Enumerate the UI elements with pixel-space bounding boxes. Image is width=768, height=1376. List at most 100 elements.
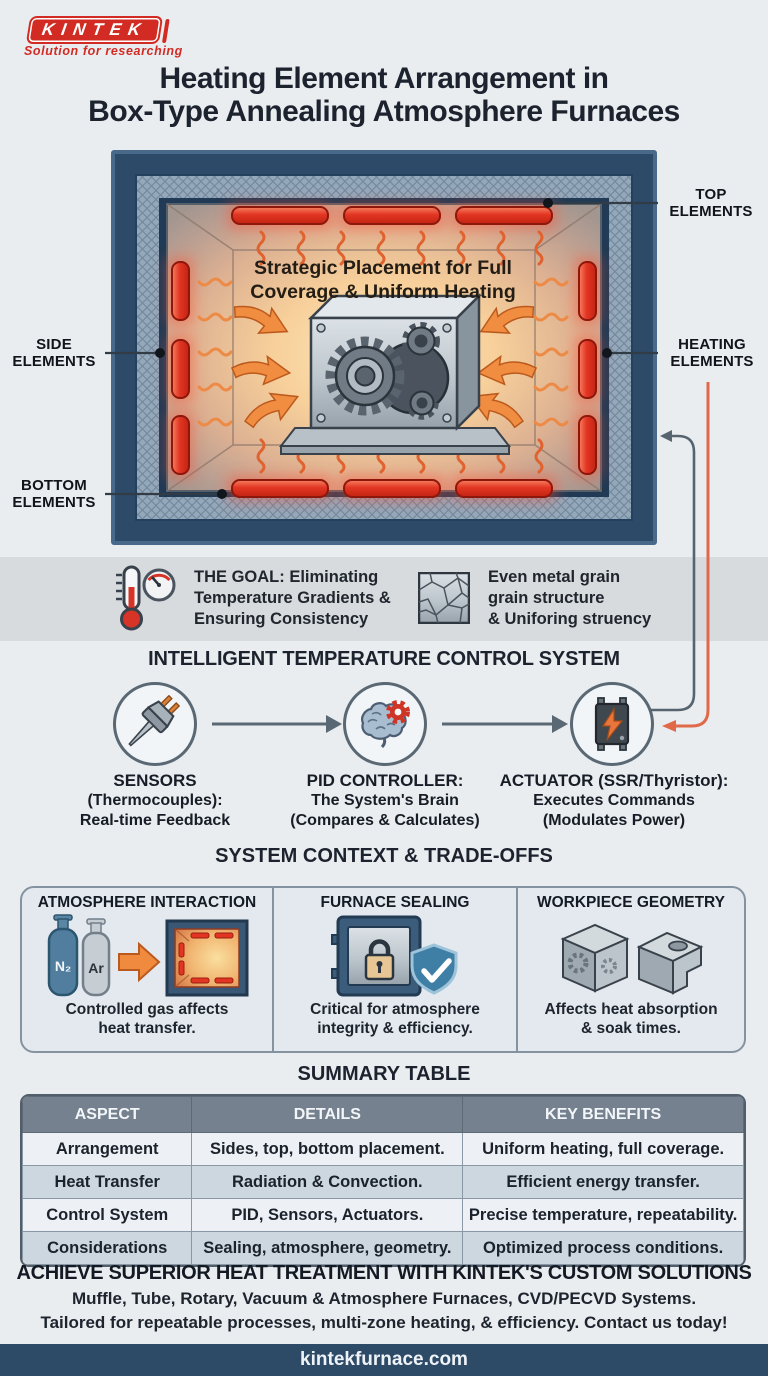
footer-bar: kintekfurnace.com	[0, 1344, 768, 1376]
actuator-label-sub2: (Modulates Power)	[542, 812, 686, 829]
table-row: Heat Transfer Radiation & Convection. Ef…	[22, 1165, 744, 1199]
label-top-elements: TOP ELEMENTS	[669, 186, 753, 220]
page-title-line1: Heating Element Arrangement in	[159, 62, 609, 95]
actuator-label-sub1: Executes Commands	[533, 792, 695, 809]
control-system-heading: INTELLIGENT TEMPERATURE CONTROL SYSTEM	[148, 648, 620, 670]
card-workpiece-geometry: WORKPIECE GEOMETRY	[516, 888, 744, 1051]
tradeoff-cards: ATMOSPHERE INTERACTION N₂ Ar	[20, 886, 746, 1053]
cell-2-0: Control System	[22, 1198, 193, 1232]
card-geometry-cap2: & soak times.	[581, 1020, 681, 1037]
actuator-label: ACTUATOR (SSR/Thyristor): Executes Comma…	[486, 771, 742, 831]
col-details: DETAILS	[191, 1096, 464, 1133]
cell-2-1: PID, Sensors, Actuators.	[191, 1198, 464, 1232]
page-title: Heating Element Arrangement in Box-Type …	[0, 62, 768, 128]
card-geometry-cap1: Affects heat absorption	[544, 1001, 718, 1018]
card-atmosphere-icon-wrap: N₂ Ar	[22, 912, 272, 1000]
metal-grain-icon	[418, 572, 470, 624]
goal-right-line1: Even metal grain	[488, 568, 621, 586]
table-row: Control System PID, Sensors, Actuators. …	[22, 1198, 744, 1232]
pid-label-sub1: The System's Brain	[311, 792, 459, 809]
goal-right-line2: grain structure	[488, 589, 605, 607]
table-row: Considerations Sealing, atmosphere, geom…	[22, 1231, 744, 1265]
cell-1-1: Radiation & Convection.	[191, 1165, 464, 1199]
col-benefits: KEY BENEFITS	[462, 1096, 744, 1133]
label-side-elements: SIDE ELEMENTS	[12, 336, 96, 370]
pid-label-sub2: (Compares & Calculates)	[290, 812, 480, 829]
kintek-logo: KINTEK	[25, 16, 164, 44]
cell-1-0: Heat Transfer	[22, 1165, 193, 1199]
cta-line2: Tailored for repeatable processes, multi…	[40, 1313, 728, 1332]
heating-element-bars	[171, 206, 597, 498]
actuator-label-title: ACTUATOR (SSR/Thyristor):	[499, 771, 729, 790]
card-geometry-caption: Affects heat absorption & soak times.	[518, 1000, 744, 1038]
cell-0-0: Arrangement	[22, 1132, 193, 1166]
card-sealing-caption: Critical for atmosphere integrity & effi…	[274, 1000, 516, 1038]
card-sealing-icon-wrap	[274, 912, 516, 1000]
goal-right-line3: & Uniforing struency	[488, 610, 652, 628]
kintek-logo-text: KINTEK	[40, 20, 149, 39]
card-atmosphere-caption: Controlled gas affects heat transfer.	[22, 1000, 272, 1038]
label-heating-elements: HEATING ELEMENTS	[670, 336, 754, 370]
cta-heading: ACHIEVE SUPERIOR HEAT TREATMENT WITH KIN…	[16, 1262, 752, 1284]
gas-label-ar: Ar	[88, 960, 104, 976]
goal-left-line2: Temperature Gradients &	[194, 589, 391, 607]
tradeoffs-heading: SYSTEM CONTEXT & TRADE-OFFS	[215, 845, 553, 867]
thermometer-icon	[116, 565, 176, 631]
table-row: Arrangement Sides, top, bottom placement…	[22, 1132, 744, 1166]
furnace-diagram-section: Strategic Placement for Full Coverage & …	[0, 140, 768, 560]
control-flow-arrows	[212, 715, 568, 733]
goal-left-line3: Ensuring Consistency	[194, 610, 369, 628]
pid-label-title: PID CONTROLLER:	[306, 771, 464, 790]
cell-3-0: Considerations	[22, 1231, 193, 1265]
cell-3-1: Sealing, atmosphere, geometry.	[191, 1231, 464, 1265]
gas-label-n2: N₂	[55, 958, 71, 974]
ssr-lightning-icon	[594, 697, 630, 751]
cell-2-2: Precise temperature, repeatability.	[462, 1198, 744, 1232]
sealed-door-lock-shield-icon	[331, 915, 458, 997]
card-geometry-icon-wrap	[518, 912, 744, 1000]
workpiece-gearbox	[278, 292, 512, 455]
sensor-label-sub1: (Thermocouples):	[87, 792, 223, 809]
callout-lines	[105, 198, 658, 499]
table-header-row: ASPECT DETAILS KEY BENEFITS	[22, 1096, 744, 1133]
goal-left-line1: THE GOAL: Eliminating	[194, 568, 379, 586]
pid-label: PID CONTROLLER: The System's Brain (Comp…	[263, 771, 507, 831]
cell-3-2: Optimized process conditions.	[462, 1231, 744, 1265]
footer-url[interactable]: kintekfurnace.com	[300, 1349, 468, 1370]
card-sealing-cap1: Critical for atmosphere	[310, 1001, 480, 1018]
goal-text-right: Even metal grain grain structure & Unifo…	[488, 567, 651, 630]
sensor-label-sub2: Real-time Feedback	[79, 812, 231, 829]
card-sealing-title: FURNACE SEALING	[320, 894, 470, 911]
goal-band: THE GOAL: Eliminating Temperature Gradie…	[0, 557, 768, 641]
card-atmosphere-cap1: Controlled gas affects	[65, 1001, 229, 1018]
machined-blocks-icon	[560, 923, 704, 995]
card-atmosphere-interaction: ATMOSPHERE INTERACTION N₂ Ar	[22, 888, 272, 1051]
sensor-label: SENSORS (Thermocouples): Real-time Feedb…	[35, 771, 275, 831]
card-furnace-sealing: FURNACE SEALING Critical for atmosphere	[272, 888, 516, 1051]
card-atmosphere-title: ATMOSPHERE INTERACTION	[37, 894, 257, 911]
thermocouple-icon	[128, 695, 181, 747]
brain-gear-icon	[361, 700, 410, 749]
card-geometry-title: WORKPIECE GEOMETRY	[536, 894, 726, 911]
page-title-line2: Box-Type Annealing Atmosphere Furnaces	[88, 95, 680, 128]
pid-controller-node	[343, 682, 427, 766]
card-sealing-cap2: integrity & efficiency.	[317, 1020, 473, 1037]
card-atmosphere-cap2: heat transfer.	[98, 1020, 196, 1037]
sensor-node	[113, 682, 197, 766]
gas-cylinders-icon: N₂ Ar	[47, 914, 249, 997]
furnace-cross-section: Strategic Placement for Full Coverage & …	[111, 150, 657, 545]
cta-line1: Muffle, Tube, Rotary, Vacuum & Atmospher…	[71, 1289, 697, 1308]
col-aspect: ASPECT	[22, 1096, 193, 1133]
cell-0-1: Sides, top, bottom placement.	[191, 1132, 464, 1166]
furnace-caption-line1: Strategic Placement for Full	[254, 257, 512, 279]
cell-0-2: Uniform heating, full coverage.	[462, 1132, 744, 1166]
summary-table: ASPECT DETAILS KEY BENEFITS Arrangement …	[20, 1094, 746, 1267]
goal-text-left: THE GOAL: Eliminating Temperature Gradie…	[194, 567, 391, 630]
furnace-caption-line2: Coverage & Uniform Heating	[250, 281, 515, 303]
cell-1-2: Efficient energy transfer.	[462, 1165, 744, 1199]
sensor-label-title: SENSORS	[113, 771, 197, 790]
brand-tagline: Solution for researching	[24, 44, 183, 58]
actuator-node	[570, 682, 654, 766]
label-bottom-elements: BOTTOM ELEMENTS	[12, 477, 96, 511]
